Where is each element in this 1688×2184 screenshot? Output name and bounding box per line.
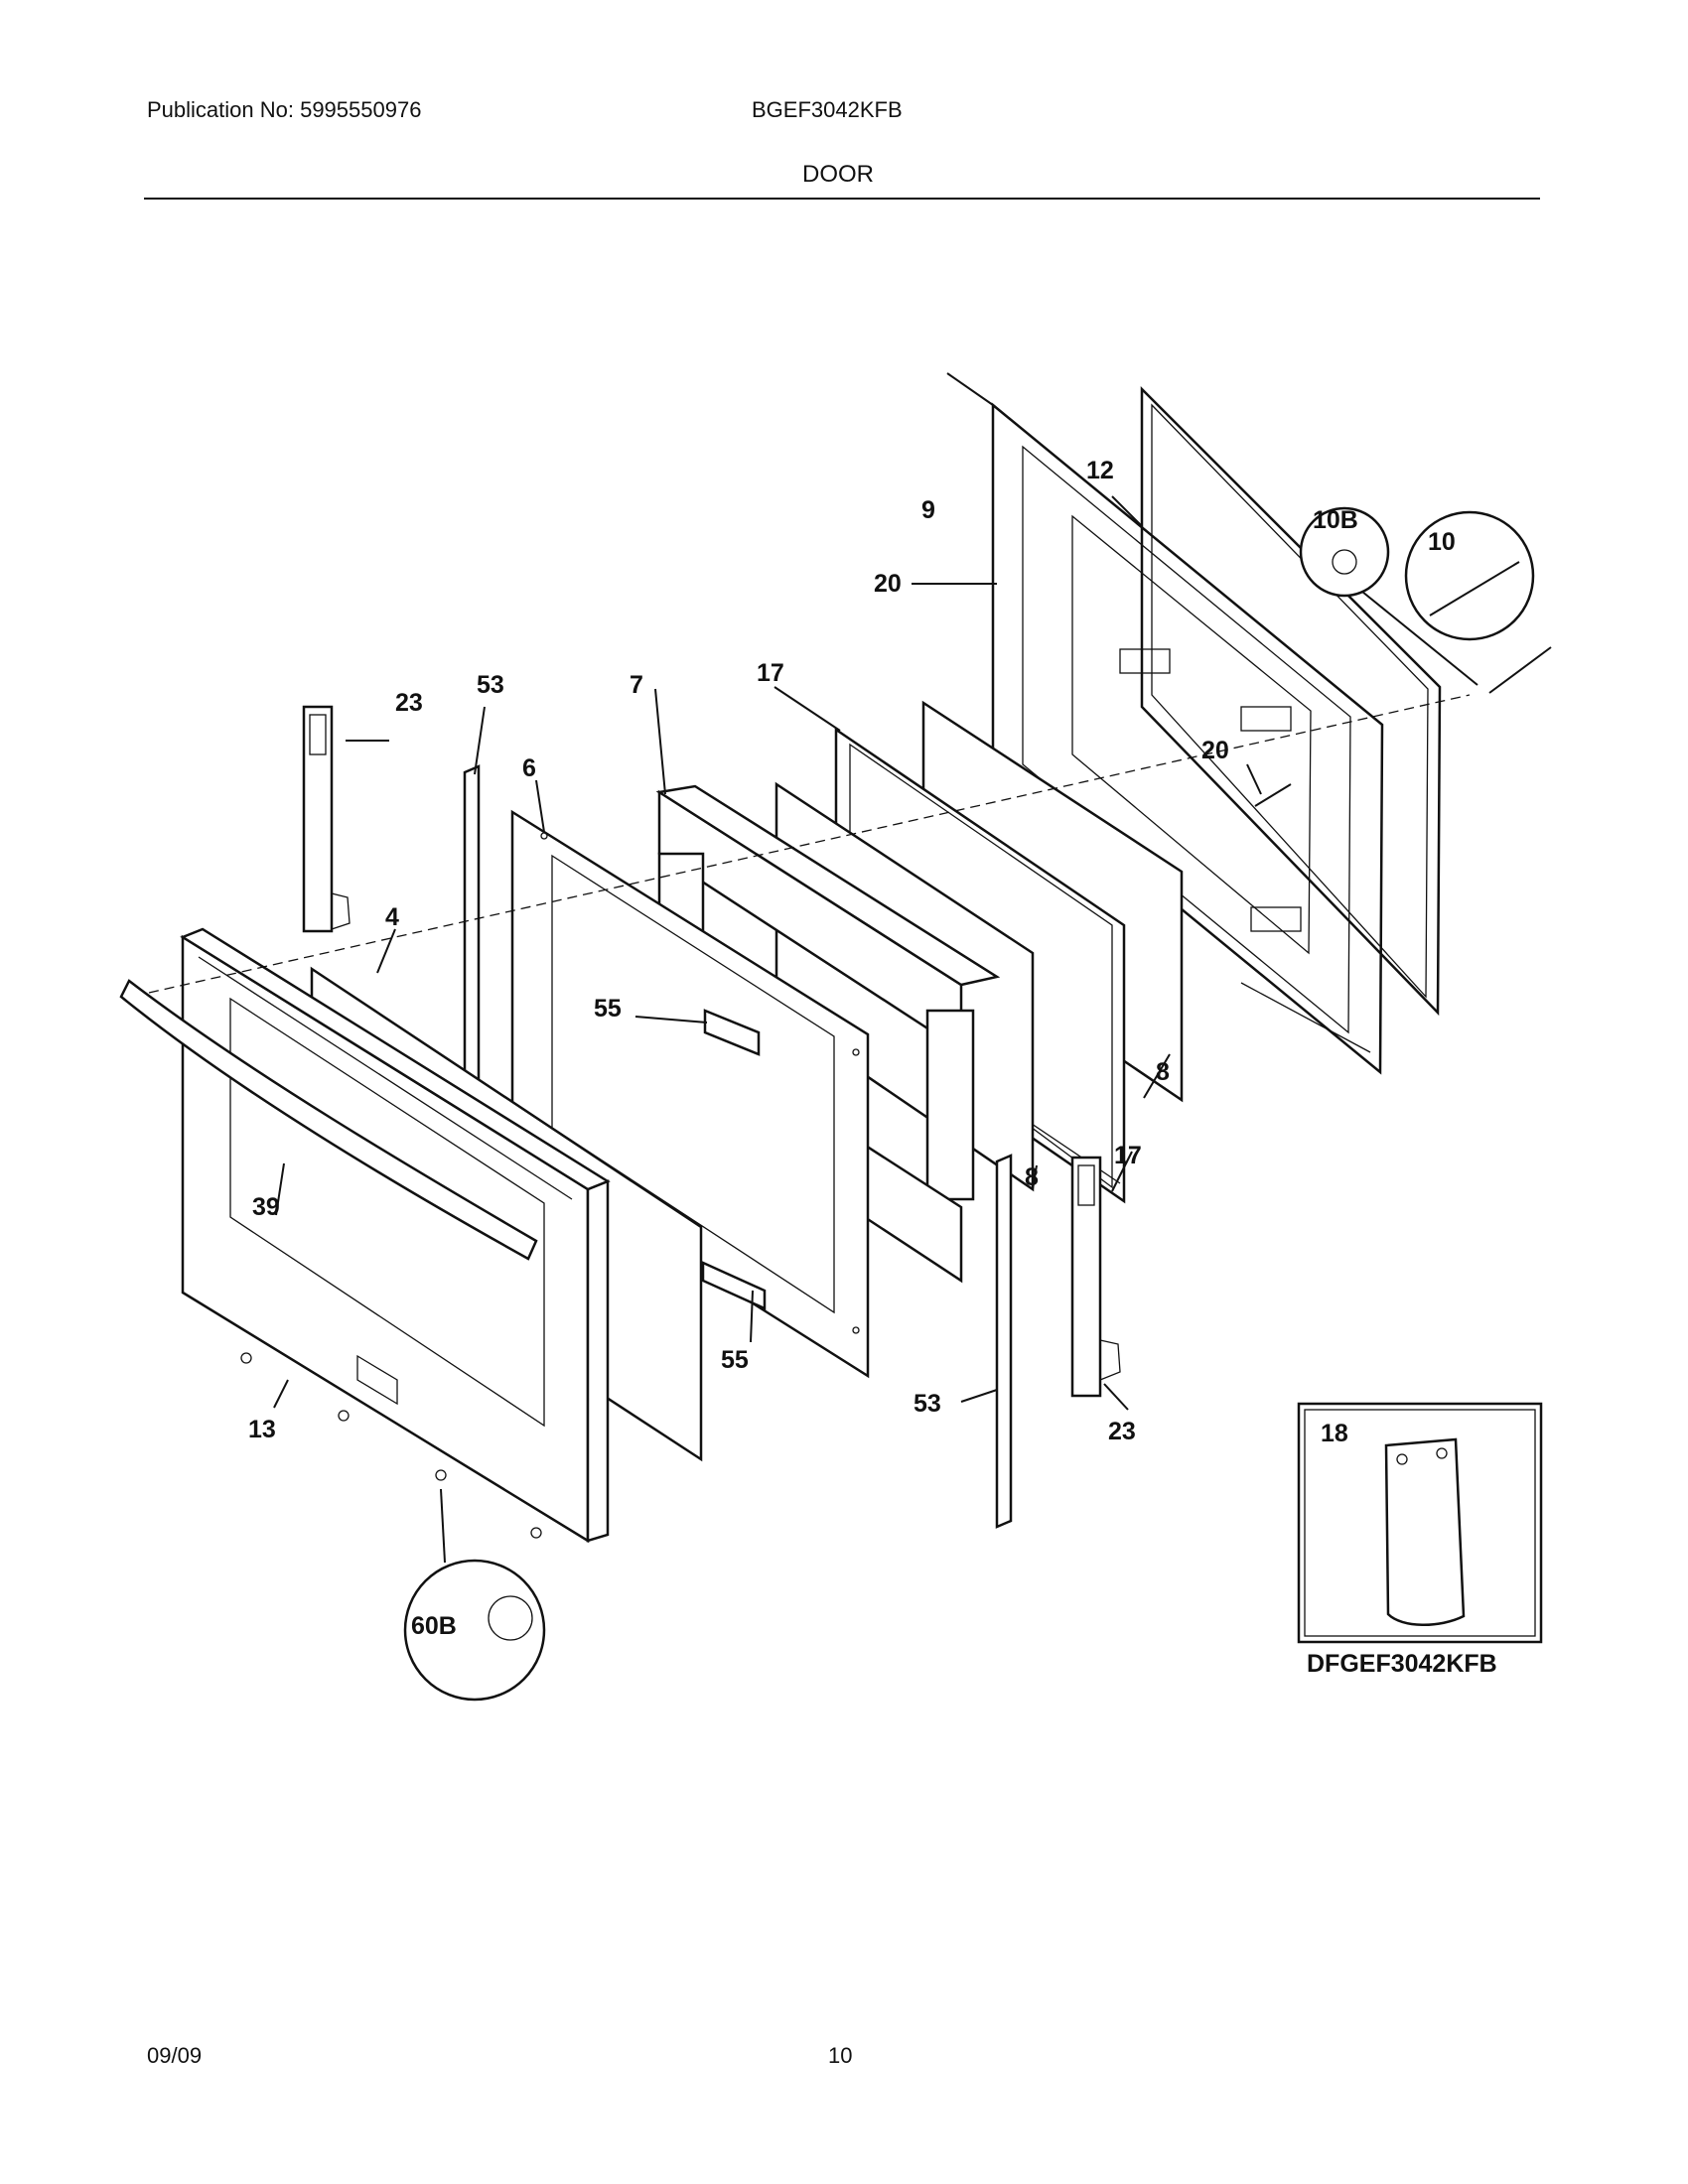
callout-23-right: 23 bbox=[1108, 1418, 1136, 1445]
page-number: 10 bbox=[828, 2043, 853, 2068]
door-frame bbox=[510, 809, 870, 1379]
callout-8-right: 8 bbox=[1156, 1058, 1170, 1086]
callout-13: 13 bbox=[248, 1416, 276, 1443]
door-side-trim-right bbox=[995, 1154, 1013, 1529]
callout-53-left: 53 bbox=[477, 671, 504, 699]
callout-18: 18 bbox=[1321, 1420, 1348, 1447]
section-title: DOOR bbox=[802, 161, 874, 188]
callout-10: 10 bbox=[1428, 528, 1456, 556]
callout-7: 7 bbox=[630, 671, 643, 699]
callout-12: 12 bbox=[1086, 457, 1114, 484]
callout-60b: 60B bbox=[411, 1612, 457, 1640]
door-hinge-left bbox=[302, 705, 351, 933]
assembly-axis bbox=[148, 694, 1471, 994]
variant-code: DFGEF3042KFB bbox=[1307, 1650, 1497, 1678]
model-number: BGEF3042KFB bbox=[752, 97, 903, 122]
hinge-receiver-upper bbox=[703, 1009, 761, 1056]
footer-date: 09/09 bbox=[147, 2043, 203, 2068]
callout-17-lower: 17 bbox=[1114, 1142, 1142, 1169]
door-side-trim-left bbox=[463, 764, 481, 1102]
callout-20-lower: 20 bbox=[1201, 737, 1229, 764]
detail-60b bbox=[403, 1488, 546, 1702]
callout-6: 6 bbox=[522, 754, 536, 782]
door-hinge-right bbox=[1070, 1156, 1121, 1398]
publication-number: Publication No: 5995550976 bbox=[147, 97, 422, 122]
callout-55-upper: 55 bbox=[594, 995, 622, 1023]
callout-53-right: 53 bbox=[914, 1390, 941, 1418]
callout-55-lower: 55 bbox=[721, 1346, 749, 1374]
callout-10b: 10B bbox=[1313, 506, 1358, 534]
callout-9: 9 bbox=[921, 496, 935, 524]
detail-10 bbox=[1404, 510, 1535, 641]
callout-8-middle: 8 bbox=[1025, 1163, 1039, 1191]
inset-box-18 bbox=[1297, 1402, 1543, 1644]
callout-4: 4 bbox=[385, 903, 399, 931]
header-rule bbox=[144, 198, 1540, 200]
hinge-receiver-lower bbox=[701, 1261, 767, 1310]
door-handle bbox=[119, 979, 538, 1261]
detail-10b bbox=[1299, 506, 1478, 686]
door-mounting-screws bbox=[240, 1352, 542, 1539]
inner-door-liner bbox=[991, 402, 1384, 1075]
screw-10 bbox=[1488, 646, 1552, 694]
callout-39: 39 bbox=[252, 1193, 280, 1221]
callout-17-upper: 17 bbox=[757, 659, 784, 687]
callout-23-left: 23 bbox=[395, 689, 423, 717]
callout-20-upper: 20 bbox=[874, 570, 902, 598]
screw-20-lower bbox=[1254, 783, 1292, 807]
